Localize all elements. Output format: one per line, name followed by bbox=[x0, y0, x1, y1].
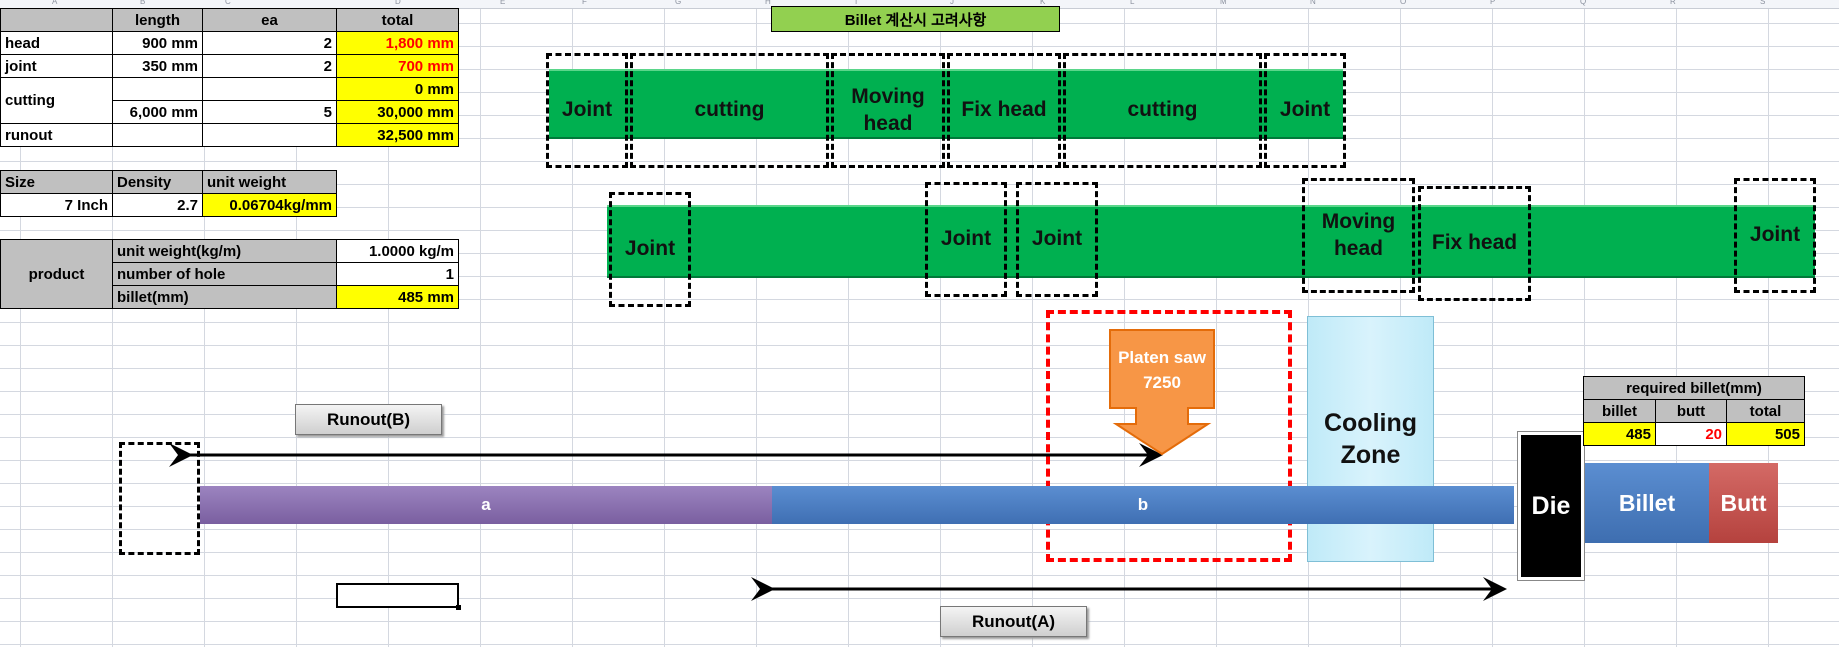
runout-b-label[interactable]: Runout(B) bbox=[295, 404, 442, 435]
header-size[interactable]: Size bbox=[0, 170, 113, 194]
cutting-total-b[interactable]: 30,000 mm bbox=[336, 100, 459, 124]
col-header-j[interactable]: J bbox=[950, 0, 954, 6]
col-header-m[interactable]: M bbox=[1220, 0, 1227, 6]
product-row-holes[interactable]: number of hole bbox=[112, 262, 337, 286]
mid-fix-head[interactable]: Fix head bbox=[1418, 186, 1531, 301]
col-header-l[interactable]: L bbox=[1130, 0, 1135, 6]
col-header-r[interactable]: R bbox=[1670, 0, 1676, 6]
size-value[interactable]: 7 Inch bbox=[0, 193, 113, 217]
col-header-o[interactable]: O bbox=[1400, 0, 1407, 6]
middle-green-bar[interactable] bbox=[607, 205, 1815, 278]
density-value[interactable]: 2.7 bbox=[112, 193, 203, 217]
mid-joint-2[interactable]: Joint bbox=[925, 182, 1007, 297]
platen-saw-area[interactable] bbox=[1046, 310, 1292, 562]
fill-handle[interactable] bbox=[456, 605, 461, 610]
billet-considerations-banner[interactable]: Billet 계산시 고려사항 bbox=[771, 6, 1060, 32]
runout-b-endpoint-box[interactable] bbox=[119, 442, 200, 555]
head-length[interactable]: 900 mm bbox=[112, 31, 203, 55]
col-header-n[interactable]: N bbox=[1310, 0, 1316, 6]
joint-ea[interactable]: 2 bbox=[202, 54, 337, 78]
col-header-c[interactable]: C bbox=[225, 0, 231, 6]
col-header-i[interactable]: I bbox=[855, 0, 858, 6]
die-block[interactable]: Die bbox=[1517, 431, 1585, 581]
mid-joint-1[interactable]: Joint bbox=[609, 192, 691, 307]
butt-block[interactable]: Butt bbox=[1709, 463, 1778, 543]
runout-a-label[interactable]: Runout(A) bbox=[940, 606, 1087, 637]
head-total[interactable]: 1,800 mm bbox=[336, 31, 459, 55]
top-joint-2[interactable]: Joint bbox=[1264, 53, 1346, 168]
col-header-a[interactable]: A bbox=[52, 0, 58, 6]
row-label-cutting[interactable]: cutting bbox=[0, 77, 113, 124]
segment-a[interactable]: a bbox=[200, 486, 772, 524]
product-label[interactable]: product bbox=[0, 239, 113, 309]
platen-saw-label: Platen saw 7250 bbox=[1118, 347, 1206, 393]
col-header-q[interactable]: Q bbox=[1580, 0, 1587, 6]
col-header-p[interactable]: P bbox=[1490, 0, 1496, 6]
col-header-b[interactable]: B bbox=[140, 0, 146, 6]
col-header-k[interactable]: K bbox=[1040, 0, 1046, 6]
top-joint-1[interactable]: Joint bbox=[546, 53, 628, 168]
col-header-s[interactable]: S bbox=[1760, 0, 1766, 6]
col-header-f[interactable]: F bbox=[582, 0, 587, 6]
active-cell-selection[interactable] bbox=[336, 583, 461, 610]
col-header-g[interactable]: G bbox=[675, 0, 682, 6]
product-row-billet[interactable]: billet(mm) bbox=[112, 285, 337, 309]
head-ea[interactable]: 2 bbox=[202, 31, 337, 55]
mid-joint-4[interactable]: Joint bbox=[1734, 178, 1816, 293]
required-header-butt[interactable]: butt bbox=[1655, 399, 1727, 423]
top-moving-head[interactable]: Moving head bbox=[831, 53, 945, 168]
row-label-head[interactable]: head bbox=[0, 31, 113, 55]
col-header-e[interactable]: E bbox=[500, 0, 506, 6]
product-row-unit-weight[interactable]: unit weight(kg/m) bbox=[112, 239, 337, 263]
col-header-h[interactable]: H bbox=[765, 0, 771, 6]
segment-b[interactable]: b bbox=[772, 486, 1514, 524]
runout-total[interactable]: 32,500 mm bbox=[336, 123, 459, 147]
col-header-d[interactable]: D bbox=[395, 0, 401, 6]
runout-length[interactable] bbox=[112, 123, 203, 147]
top-fix-head[interactable]: Fix head bbox=[947, 53, 1061, 168]
product-billet-value[interactable]: 485 mm bbox=[336, 285, 459, 309]
required-billet-title[interactable]: required billet(mm) bbox=[1583, 376, 1805, 400]
billet-block[interactable]: Billet bbox=[1585, 463, 1709, 543]
runout-ea[interactable] bbox=[202, 123, 337, 147]
required-butt-value[interactable]: 20 bbox=[1655, 422, 1727, 446]
row-label-joint[interactable]: joint bbox=[0, 54, 113, 78]
cutting-length-b[interactable]: 6,000 mm bbox=[112, 100, 203, 124]
mid-moving-head[interactable]: Moving head bbox=[1302, 178, 1415, 293]
joint-total[interactable]: 700 mm bbox=[336, 54, 459, 78]
required-billet-value[interactable]: 485 bbox=[1583, 422, 1656, 446]
top-cutting-1[interactable]: cutting bbox=[630, 53, 829, 168]
top-green-bar[interactable] bbox=[549, 69, 1343, 139]
required-header-total[interactable]: total bbox=[1726, 399, 1805, 423]
row-label-runout[interactable]: runout bbox=[0, 123, 113, 147]
mid-joint-3[interactable]: Joint bbox=[1016, 182, 1098, 297]
platen-saw-callout[interactable] bbox=[1108, 328, 1220, 456]
required-header-billet[interactable]: billet bbox=[1583, 399, 1656, 423]
top-cutting-2[interactable]: cutting bbox=[1063, 53, 1262, 168]
unit-weight-value[interactable]: 0.06704kg/mm bbox=[202, 193, 337, 217]
header-density[interactable]: Density bbox=[112, 170, 203, 194]
required-total-value[interactable]: 505 bbox=[1726, 422, 1805, 446]
